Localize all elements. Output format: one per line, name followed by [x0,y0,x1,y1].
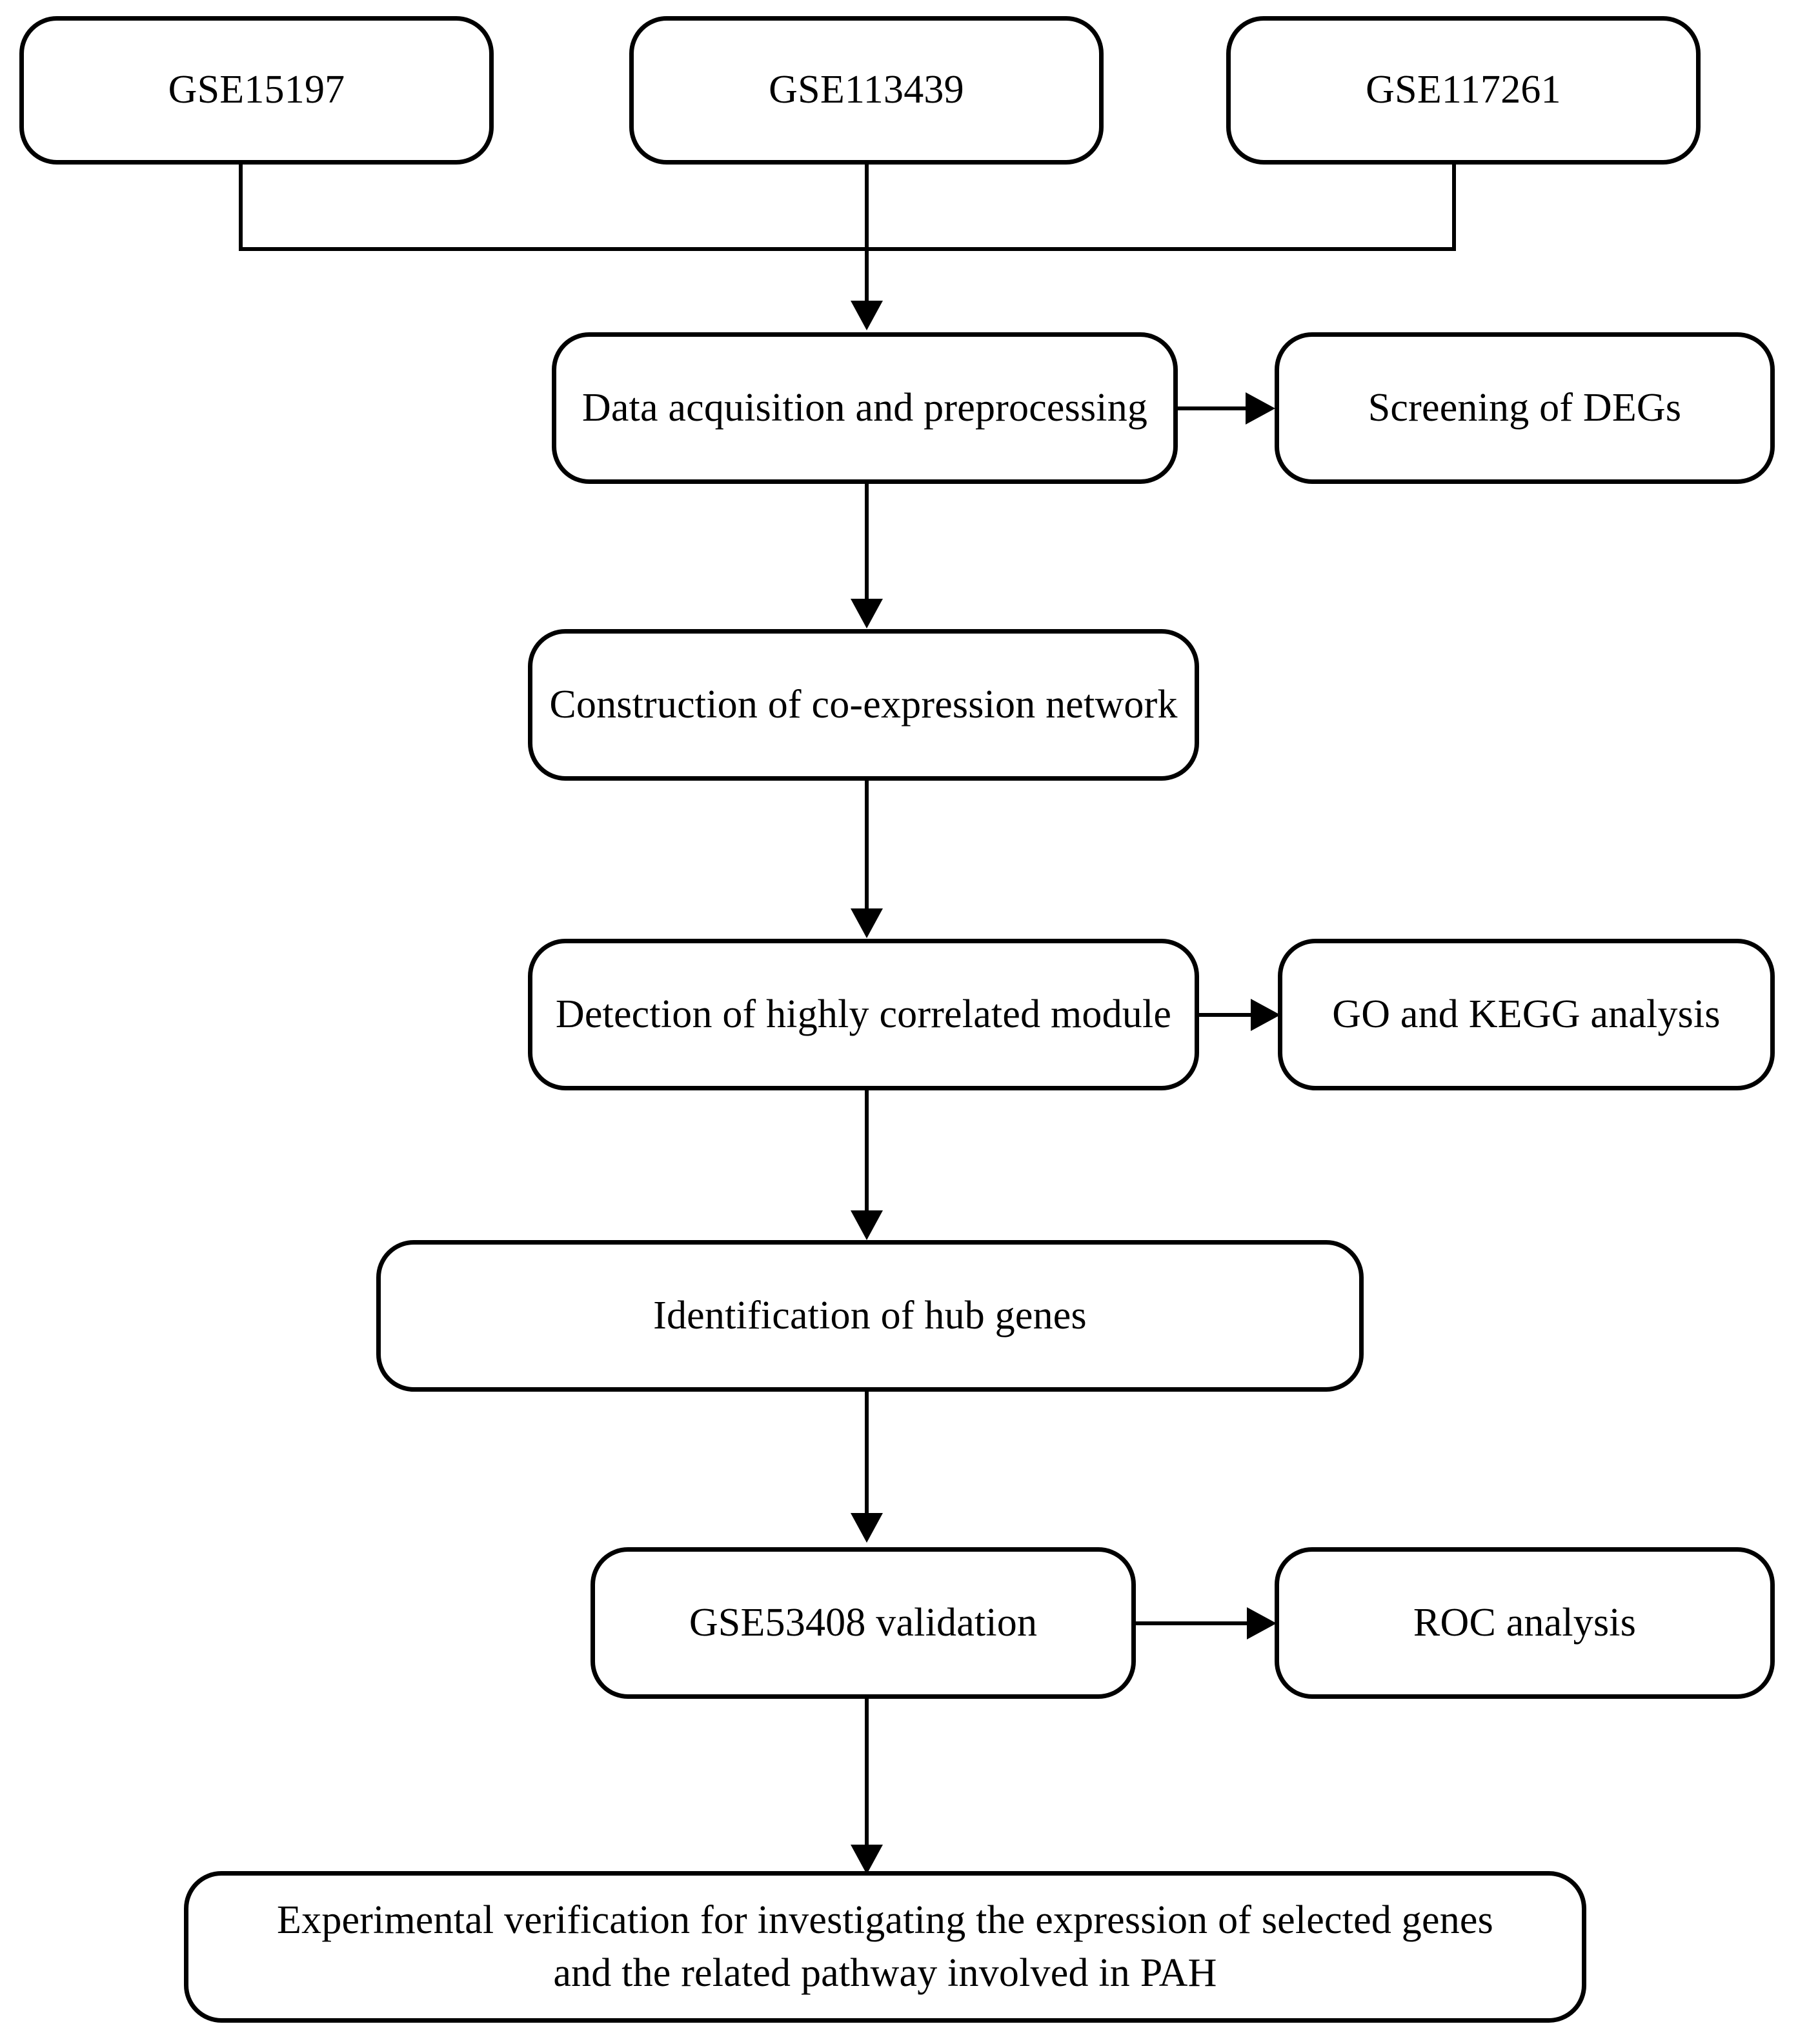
arrowhead-to-data-acquisition [851,301,883,330]
node-dataset-gse117261[interactable]: GSE117261 [1226,16,1701,165]
node-module-detection[interactable]: Detection of highly correlated module [528,939,1199,1090]
arrowhead-to-coexpression [851,599,883,628]
arrowhead-to-hub-genes [851,1210,883,1240]
node-coexpression-network[interactable]: Construction of co-expression network [528,629,1199,781]
node-label: Screening of DEGs [1368,385,1682,430]
node-roc-analysis[interactable]: ROC analysis [1275,1547,1775,1699]
edge-coexpression-to-module [865,781,869,911]
arrowhead-to-module-detection [851,908,883,938]
edge-acquisition-to-coexpression [865,484,869,601]
edge-merge-bar [239,247,1456,251]
arrowhead-to-roc-analysis [1247,1607,1277,1639]
edge-dataset1-drop [239,163,243,250]
node-label: Detection of highly correlated module [555,992,1172,1036]
node-label: Identification of hub genes [653,1293,1087,1338]
node-label: GSE15197 [168,68,345,112]
node-go-kegg-analysis[interactable]: GO and KEGG analysis [1278,939,1775,1090]
node-screening-degs[interactable]: Screening of DEGs [1275,332,1775,484]
edge-module-to-gokegg [1199,1013,1257,1017]
node-label: GSE113439 [769,68,964,112]
arrowhead-to-go-kegg [1251,999,1280,1031]
node-hub-genes[interactable]: Identification of hub genes [376,1240,1364,1392]
node-dataset-gse113439[interactable]: GSE113439 [629,16,1104,165]
node-label: Construction of co-expression network [549,682,1178,726]
edge-dataset3-drop [1452,163,1456,250]
edge-validation-to-roc [1136,1621,1252,1625]
edge-hub-genes-to-validation [865,1392,869,1516]
node-label: GSE53408 validation [689,1600,1038,1645]
node-experimental-verification[interactable]: Experimental verification for investigat… [184,1871,1586,2023]
node-label: GSE117261 [1366,68,1561,112]
node-data-acquisition[interactable]: Data acquisition and preprocessing [552,332,1178,484]
node-label: ROC analysis [1413,1600,1637,1645]
arrowhead-to-screening-degs [1246,392,1275,425]
node-label: Data acquisition and preprocessing [581,385,1148,430]
edge-merge-stem [865,163,869,303]
node-dataset-gse15197[interactable]: GSE15197 [19,16,494,165]
node-gse53408-validation[interactable]: GSE53408 validation [591,1547,1136,1699]
edge-module-to-hub-genes [865,1090,869,1213]
arrowhead-to-validation [851,1513,883,1543]
edge-acquisition-to-screening [1178,406,1250,410]
arrowhead-to-experimental-verification [851,1845,883,1874]
node-label: GO and KEGG analysis [1332,992,1721,1036]
edge-validation-to-experimental [865,1699,869,1847]
node-label: Experimental verification for investigat… [277,1898,1493,1995]
